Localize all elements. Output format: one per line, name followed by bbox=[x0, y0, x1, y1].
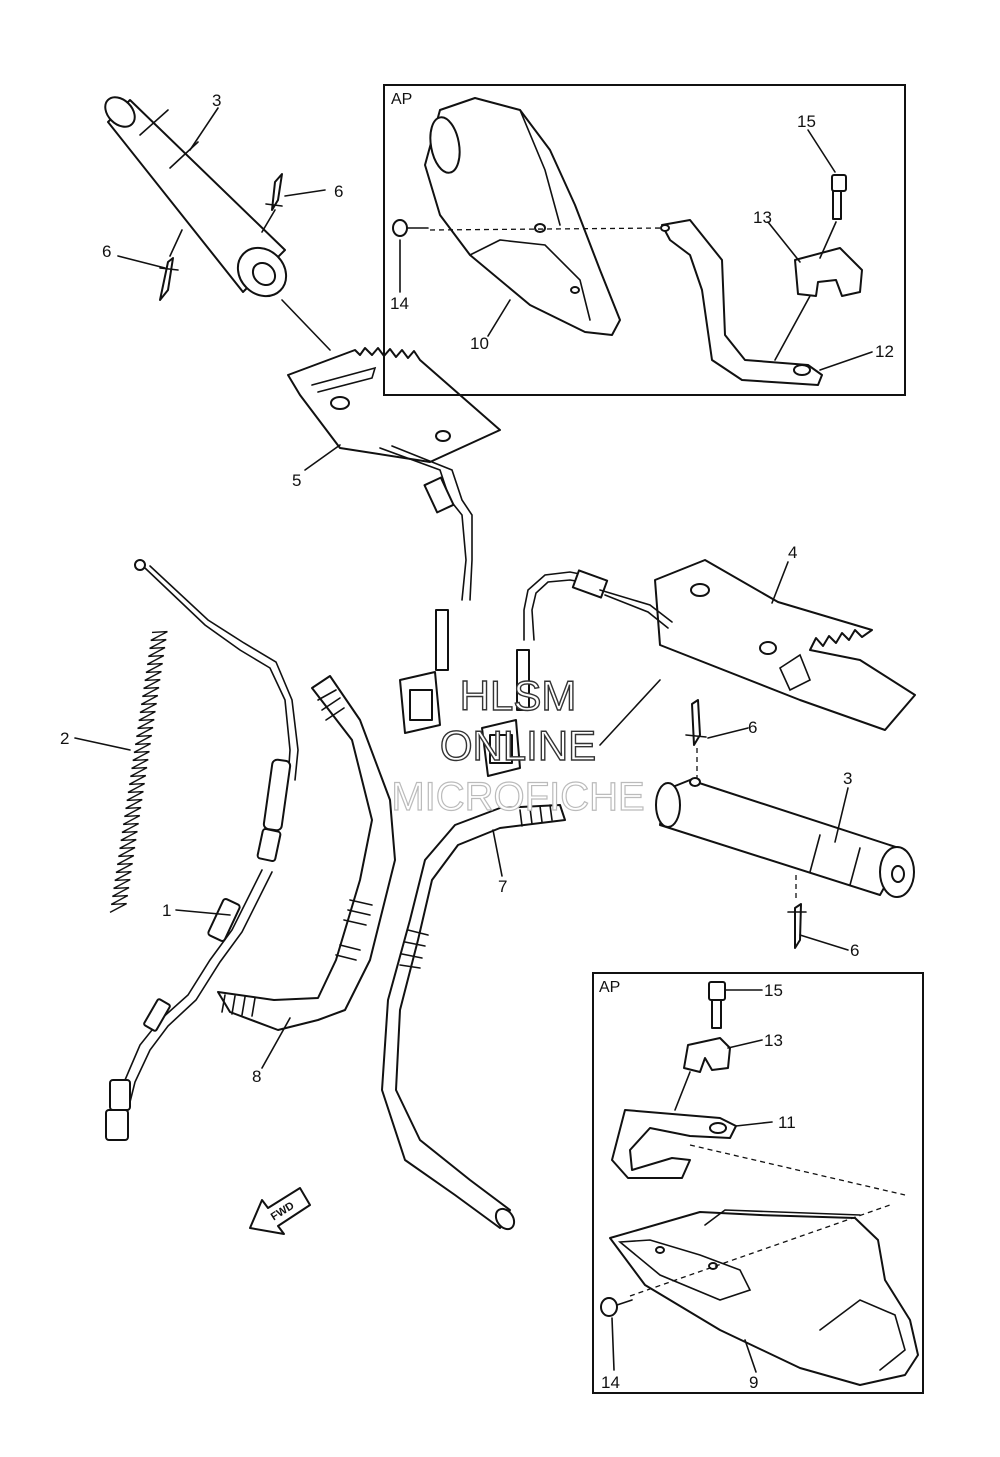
inset-top-tag: AP bbox=[391, 91, 412, 108]
watermark: HLSM ONLINE MICROFICHE bbox=[391, 671, 646, 819]
grip-left bbox=[104, 96, 331, 351]
callout-9: 9 bbox=[749, 1373, 758, 1392]
callout-3-top: 3 bbox=[212, 91, 221, 110]
inset-bottom: AP bbox=[592, 972, 924, 1394]
grip-right bbox=[655, 777, 915, 898]
hose-8 bbox=[217, 675, 396, 1031]
inset-top: AP bbox=[383, 84, 906, 396]
callout-6-top-left: 6 bbox=[102, 242, 111, 261]
callout-2: 2 bbox=[60, 729, 69, 748]
callout-6-right-top: 6 bbox=[748, 718, 757, 737]
rivet-right-a bbox=[685, 699, 707, 778]
callout-4: 4 bbox=[788, 543, 797, 562]
heater-element-right bbox=[571, 559, 916, 746]
callout-6-right-bottom: 6 bbox=[850, 941, 859, 960]
callout-15-top: 15 bbox=[797, 112, 816, 131]
watermark-line-1: HLSM bbox=[460, 672, 577, 719]
inset-bottom-tag: AP bbox=[599, 979, 620, 996]
callout-7: 7 bbox=[498, 877, 507, 896]
throttle-cable bbox=[105, 559, 299, 1141]
spring bbox=[109, 630, 168, 914]
callout-8: 8 bbox=[252, 1067, 261, 1086]
callout-12: 12 bbox=[875, 342, 894, 361]
hose-7 bbox=[381, 804, 566, 1231]
watermark-line-2: ONLINE bbox=[440, 722, 596, 769]
rivet-top-b bbox=[159, 229, 183, 301]
callout-13-top: 13 bbox=[753, 208, 772, 227]
connector-left bbox=[399, 609, 449, 734]
watermark-line-3: MICROFICHE bbox=[391, 775, 644, 819]
leader-lines bbox=[74, 107, 873, 1373]
heater-element-left bbox=[287, 347, 501, 601]
rivet-top-a bbox=[261, 173, 283, 233]
callout-11: 11 bbox=[778, 1113, 796, 1132]
callout-6-top-right: 6 bbox=[334, 182, 343, 201]
callout-labels: 3 6 6 5 2 1 8 7 4 6 3 6 10 12 15 13 14 1… bbox=[60, 91, 894, 1392]
callout-13-bottom: 13 bbox=[764, 1031, 783, 1050]
fwd-arrow: FWD bbox=[249, 1187, 311, 1235]
callout-15-bottom: 15 bbox=[764, 981, 783, 1000]
callout-3-right: 3 bbox=[843, 769, 852, 788]
callout-14-bottom: 14 bbox=[601, 1373, 620, 1392]
callout-14-top: 14 bbox=[390, 294, 409, 313]
rivet-right-b bbox=[787, 875, 807, 949]
callout-1: 1 bbox=[162, 901, 171, 920]
callout-10: 10 bbox=[470, 334, 489, 353]
connector-right bbox=[481, 571, 601, 777]
callout-5: 5 bbox=[292, 471, 301, 490]
